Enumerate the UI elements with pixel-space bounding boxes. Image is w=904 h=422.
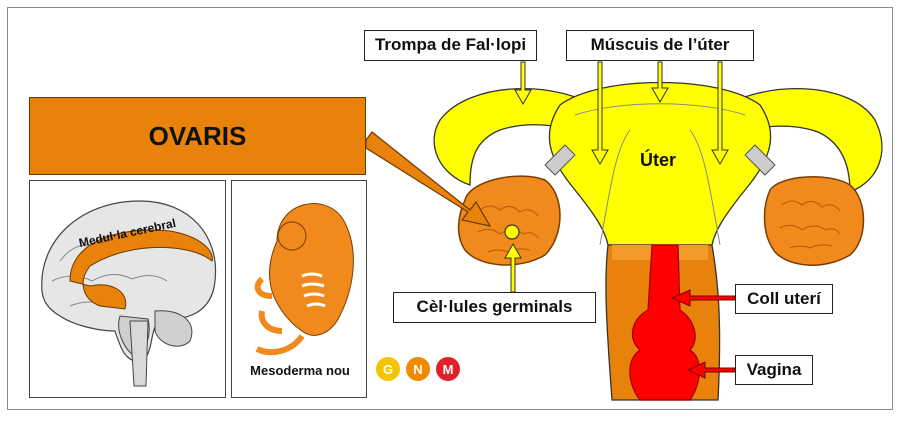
label-ovaris: OVARIS	[29, 97, 366, 175]
gnm-logo: G N M	[374, 354, 464, 384]
label-muscles: Múscuis de l’úter	[566, 30, 754, 61]
label-cellules: Cèl·lules germinals	[393, 292, 596, 323]
brain-illustration	[30, 181, 227, 399]
logo-m: M	[436, 357, 460, 381]
brain-panel: Medul·la cerebral	[29, 180, 226, 398]
logo-n: N	[406, 357, 430, 381]
label-trompa: Trompa de Fal·lopi	[364, 30, 537, 61]
label-vagina: Vagina	[735, 355, 813, 385]
embryo-panel: Mesoderma nou	[231, 180, 367, 398]
label-coll: Coll uterí	[735, 284, 833, 314]
ovary-right	[765, 177, 864, 265]
germinal-cell-dot	[505, 225, 519, 239]
label-uter: Úter	[640, 150, 676, 171]
label-mesoderma: Mesoderma nou	[232, 363, 368, 378]
logo-g: G	[376, 357, 400, 381]
